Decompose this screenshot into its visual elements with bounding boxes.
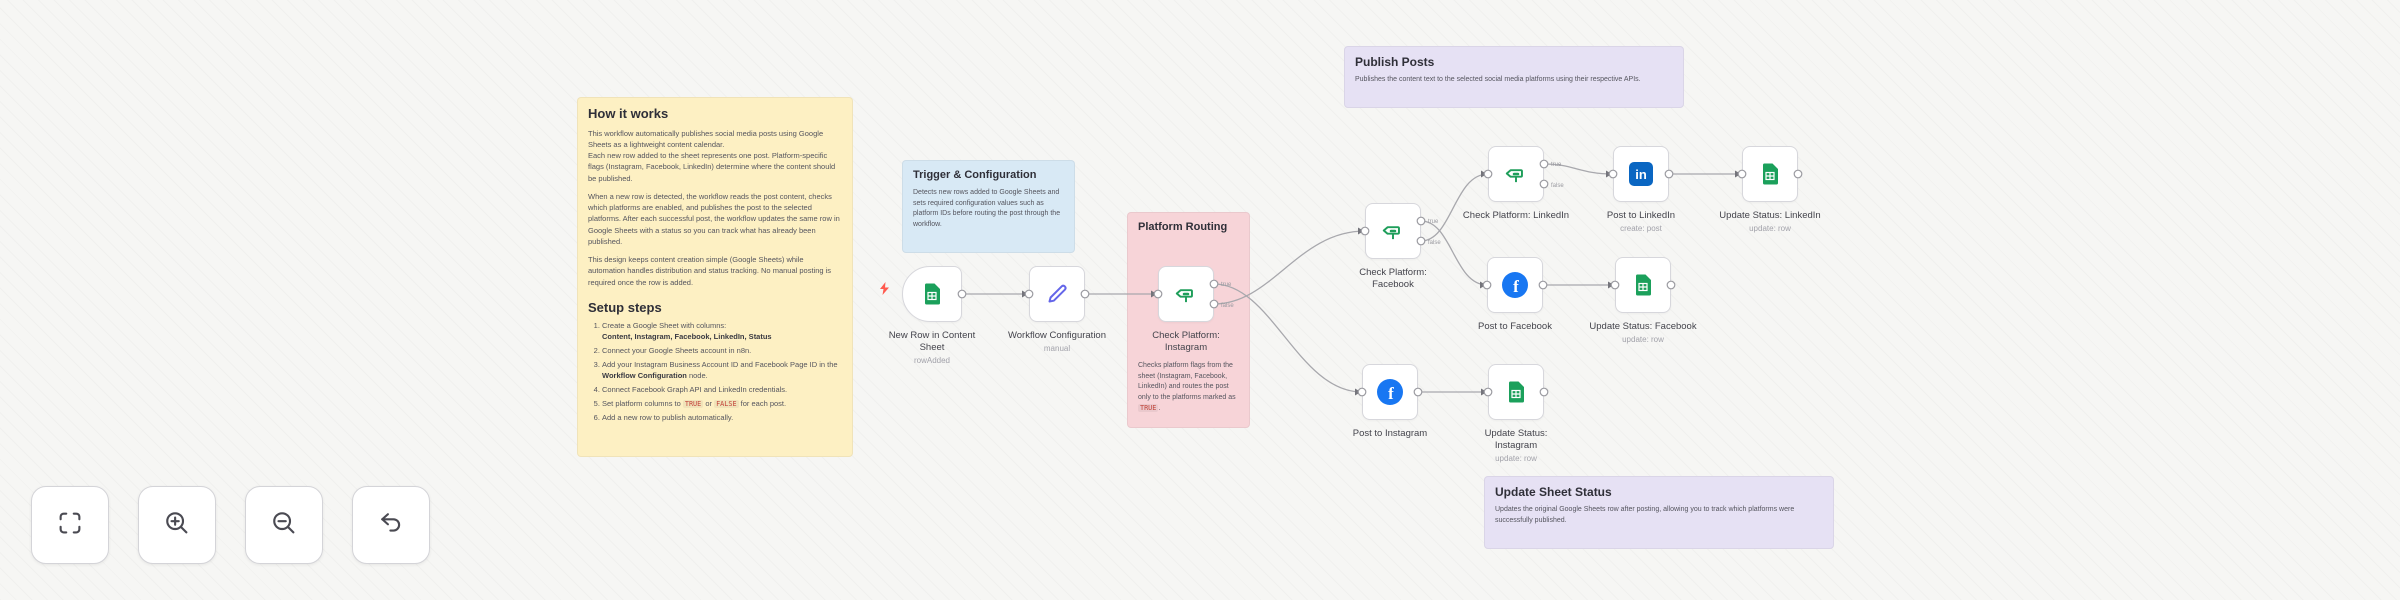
switch-icon xyxy=(1380,218,1406,244)
sticky-note-trigger-configuration[interactable]: Trigger & Configuration Detects new rows… xyxy=(902,160,1075,253)
note-subtitle: Setup steps xyxy=(588,299,662,315)
node-label: Update Status: Instagram xyxy=(1484,428,1548,451)
setup-step: Add a new row to publish automatically. xyxy=(602,413,842,424)
node-label: Check Platform: Facebook xyxy=(1359,267,1427,290)
node-sublabel: create: post xyxy=(1620,223,1662,233)
node-check-platform-linkedin[interactable] xyxy=(1488,146,1544,202)
sticky-note-publish-posts[interactable]: Publish Posts Publishes the content text… xyxy=(1344,46,1684,108)
node-sublabel: update: row xyxy=(1622,334,1664,344)
setup-steps-list: Create a Google Sheet with columns:Conte… xyxy=(588,321,842,423)
svg-text:true: true xyxy=(1428,219,1439,225)
note-paragraph: When a new row is detected, the workflow… xyxy=(588,191,840,246)
node-check-platform-facebook[interactable] xyxy=(1365,203,1421,259)
node-new-row-in-content-sheet[interactable] xyxy=(902,266,962,322)
node-sublabel: update: row xyxy=(1749,223,1791,233)
note-title: Platform Routing xyxy=(1138,221,1228,233)
note-title: Trigger & Configuration xyxy=(913,169,1037,181)
facebook-icon: f xyxy=(1376,378,1404,406)
setup-step: Set platform columns to TRUE or FALSE fo… xyxy=(602,399,842,410)
svg-text:true: true xyxy=(1551,162,1562,168)
note-title: How it works xyxy=(588,106,669,121)
node-post-to-facebook[interactable]: f xyxy=(1487,257,1543,313)
node-workflow-configuration[interactable] xyxy=(1029,266,1085,322)
svg-text:false: false xyxy=(1551,183,1564,189)
undo-button[interactable] xyxy=(352,486,430,564)
node-update-status-instagram[interactable] xyxy=(1488,364,1544,420)
node-check-platform-instagram[interactable] xyxy=(1158,266,1214,322)
node-label: New Row in Content Sheet xyxy=(888,330,976,353)
node-post-to-linkedin[interactable]: in xyxy=(1613,146,1669,202)
node-post-to-instagram[interactable]: f xyxy=(1362,364,1418,420)
node-label: Post to LinkedIn xyxy=(1606,210,1676,221)
note-body: Checks platform flags from the sheet (In… xyxy=(1138,362,1236,412)
facebook-icon: f xyxy=(1501,271,1529,299)
google-sheets-icon xyxy=(1758,162,1782,186)
setup-step: Connect your Google Sheets account in n8… xyxy=(602,346,842,357)
node-label: Post to Facebook xyxy=(1478,321,1552,332)
setup-step: Create a Google Sheet with columns:Conte… xyxy=(602,321,842,343)
node-sublabel: update: row xyxy=(1495,453,1537,463)
zoom-out-button[interactable] xyxy=(245,486,323,564)
node-label: Check Platform: LinkedIn xyxy=(1462,210,1570,221)
note-title: Publish Posts xyxy=(1355,55,1435,69)
zoom-in-button[interactable] xyxy=(138,486,216,564)
svg-text:false: false xyxy=(1428,240,1441,246)
node-sublabel: rowAdded xyxy=(913,355,951,365)
linkedin-icon: in xyxy=(1628,161,1654,187)
zoom-in-icon xyxy=(162,508,192,543)
note-paragraph: This workflow automatically publishes so… xyxy=(588,128,836,183)
setup-step: Connect Facebook Graph API and LinkedIn … xyxy=(602,385,842,396)
zoom-to-fit-button[interactable] xyxy=(31,486,109,564)
node-update-status-linkedin[interactable] xyxy=(1742,146,1798,202)
node-label: Post to Instagram xyxy=(1352,428,1428,439)
sticky-note-how-it-works[interactable]: How it works This workflow automatically… xyxy=(577,97,853,457)
pencil-icon xyxy=(1045,282,1069,306)
node-label: Workflow Configuration xyxy=(1007,330,1107,341)
setup-step: Add your Instagram Business Account ID a… xyxy=(602,360,842,382)
zoom-out-icon xyxy=(269,508,299,543)
sticky-note-update-sheet-status[interactable]: Update Sheet Status Updates the original… xyxy=(1484,476,1834,549)
note-title: Update Sheet Status xyxy=(1495,485,1612,499)
switch-icon xyxy=(1173,281,1199,307)
node-sublabel: manual xyxy=(1043,343,1071,353)
switch-icon xyxy=(1503,161,1529,187)
svg-text:in: in xyxy=(1635,167,1647,182)
note-body: Updates the original Google Sheets row a… xyxy=(1495,506,1795,524)
svg-text:f: f xyxy=(1388,384,1394,403)
node-label: Check Platform: Instagram xyxy=(1152,330,1220,353)
svg-text:f: f xyxy=(1513,277,1519,296)
node-label: Update Status: Facebook xyxy=(1589,321,1697,332)
zoom-to-fit-icon xyxy=(55,508,85,543)
undo-icon xyxy=(376,508,406,543)
google-sheets-icon xyxy=(920,282,944,306)
note-paragraph: This design keeps content creation simpl… xyxy=(588,255,832,287)
trigger-bolt-icon xyxy=(879,282,890,300)
note-body: Detects new rows added to Google Sheets … xyxy=(913,189,1061,228)
node-update-status-facebook[interactable] xyxy=(1615,257,1671,313)
google-sheets-icon xyxy=(1631,273,1655,297)
node-label: Update Status: LinkedIn xyxy=(1719,210,1821,221)
note-body: Publishes the content text to the select… xyxy=(1355,76,1641,84)
google-sheets-icon xyxy=(1504,380,1528,404)
